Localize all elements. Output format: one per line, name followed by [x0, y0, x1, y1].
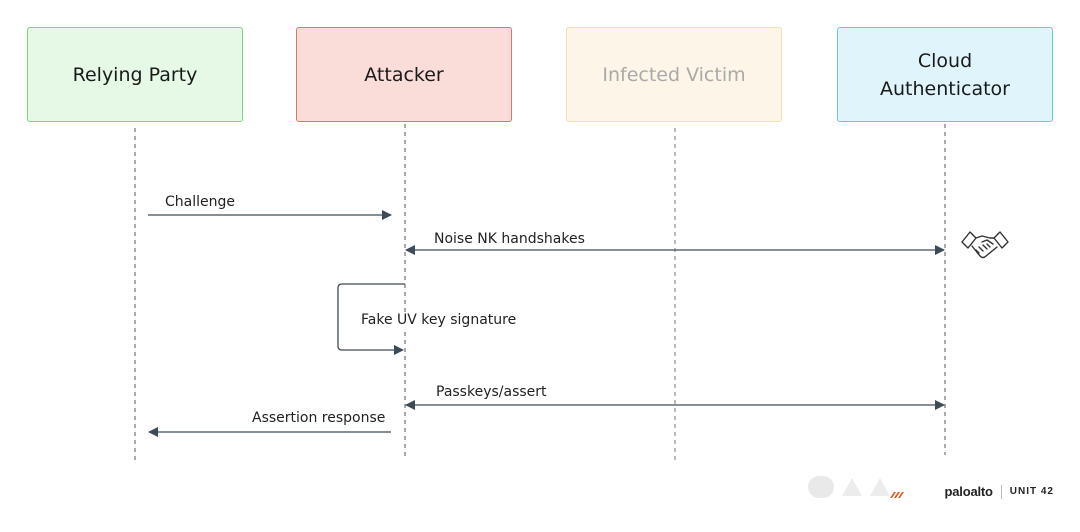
handshake-icon [961, 231, 1009, 259]
challenge-label: Challenge [165, 194, 235, 210]
actor-relying-party: Relying Party [27, 27, 243, 122]
actor-label: Infected Victim [602, 63, 746, 86]
brand-divider [1000, 484, 1002, 499]
assertion-response-label: Assertion response [252, 410, 386, 426]
watermark [808, 470, 988, 504]
actor-cloud-authenticator: Cloud Authenticator [837, 27, 1053, 122]
paloalto-wordmark: paloalto [944, 484, 993, 499]
branding: paloalto UNIT 42 [919, 484, 1054, 499]
fake-uv-loop-arrow [337, 283, 405, 355]
paloalto-logo-icon [890, 492, 904, 498]
actor-infected-victim: Infected Victim [566, 27, 782, 122]
triangle-icon [842, 478, 862, 496]
actor-label: Attacker [364, 63, 444, 86]
fake-uv-label: Fake UV key signature [360, 312, 518, 328]
triangle-icon [870, 478, 890, 496]
actor-label: Relying Party [72, 63, 198, 86]
passkeys-assert-label: Passkeys/assert [436, 384, 547, 400]
noise-handshake-label: Noise NK handshakes [434, 231, 585, 247]
unit42-wordmark: UNIT 42 [1009, 486, 1054, 497]
chat-bubble-icon [808, 476, 834, 498]
actor-attacker: Attacker [296, 27, 512, 122]
actor-label: Cloud Authenticator [880, 49, 1010, 100]
